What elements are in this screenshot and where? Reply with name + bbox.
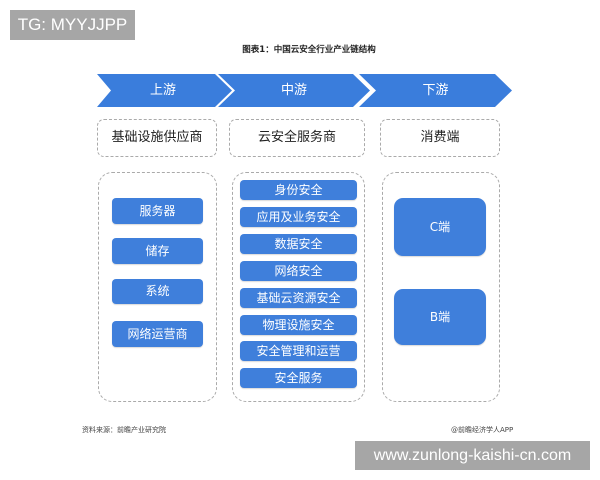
chevron-arrow-icon xyxy=(97,74,232,107)
watermark-top: TG: MYYJJPP xyxy=(10,10,135,40)
figure-title: 图表1：中国云安全行业产业链结构 xyxy=(242,45,376,55)
stage-label: 上游 xyxy=(149,83,176,98)
stage-label: 下游 xyxy=(422,83,449,98)
item-system: 系统 xyxy=(112,279,203,304)
item-app-security: 应用及业务安全 xyxy=(240,207,357,227)
item-identity-security: 身份安全 xyxy=(240,180,357,200)
item-cloud-resource-security: 基础云资源安全 xyxy=(240,288,357,308)
stage-label: 中游 xyxy=(280,83,307,98)
item-b-end: B端 xyxy=(394,289,486,345)
chevron-arrow-icon xyxy=(359,74,512,107)
item-physical-security: 物理设施安全 xyxy=(240,315,357,335)
upstream-column: 服务器 储存 系统 网络运营商 xyxy=(98,172,217,402)
item-c-end: C端 xyxy=(394,198,486,256)
upstream-header: 基础设施供应商 xyxy=(97,119,217,157)
chevron-arrow-icon xyxy=(218,74,370,107)
item-storage: 储存 xyxy=(112,238,203,264)
item-security-ops: 安全管理和运营 xyxy=(240,341,357,361)
item-security-services: 安全服务 xyxy=(240,368,357,388)
midstream-column: 身份安全 应用及业务安全 数据安全 网络安全 基础云资源安全 物理设施安全 安全… xyxy=(232,172,365,402)
source-note: 资料来源：前瞻产业研究院 xyxy=(82,426,166,434)
downstream-header: 消费端 xyxy=(380,119,500,157)
item-network-security: 网络安全 xyxy=(240,261,357,281)
item-network-operator: 网络运营商 xyxy=(112,321,203,347)
midstream-header: 云安全服务商 xyxy=(229,119,365,157)
stage-upstream-chevron: 上游 xyxy=(97,74,233,107)
item-server: 服务器 xyxy=(112,198,203,224)
downstream-column: C端 B端 xyxy=(382,172,500,402)
stage-downstream-chevron: 下游 xyxy=(359,74,513,107)
credit-note: @前瞻经济学人APP xyxy=(451,426,514,434)
stage-midstream-chevron: 中游 xyxy=(218,74,371,107)
item-data-security: 数据安全 xyxy=(240,234,357,254)
watermark-bottom: www.zunlong-kaishi-cn.com xyxy=(355,441,590,470)
